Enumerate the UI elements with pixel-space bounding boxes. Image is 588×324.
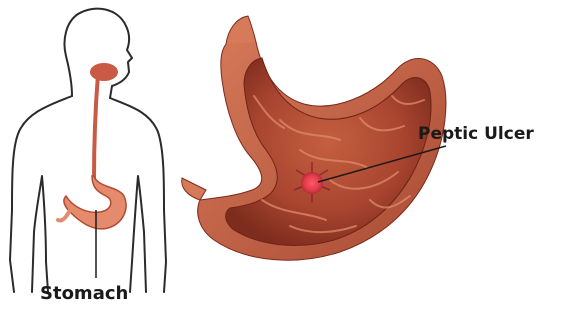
peptic-ulcer-label: Peptic Ulcer: [418, 124, 534, 144]
stomach-cross-section: [182, 16, 446, 260]
human-body-outline: [10, 9, 166, 292]
digestive-tract: [90, 63, 118, 178]
mouth-cavity: [90, 63, 118, 81]
esophagus: [94, 74, 98, 178]
stomach-label: Stomach: [40, 283, 128, 304]
stomach-small-illustration: [58, 176, 126, 229]
